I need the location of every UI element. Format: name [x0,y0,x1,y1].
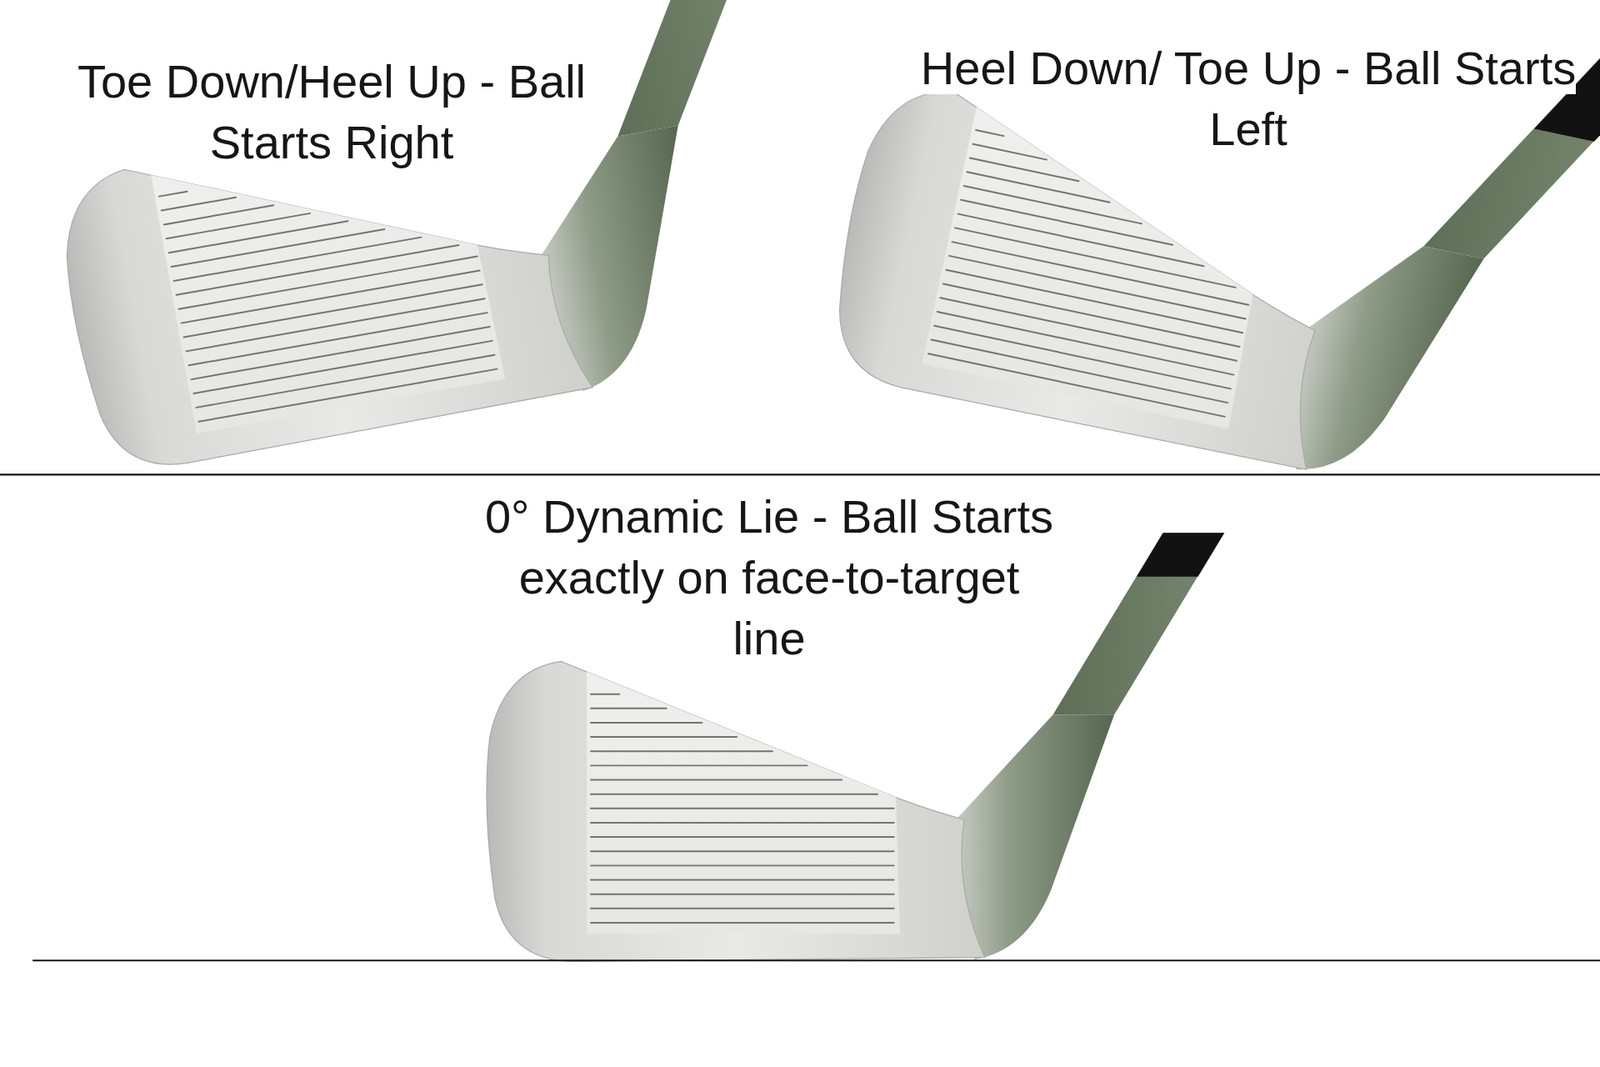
caption-label: Toe Down/Heel Up - Ball Starts Right [48,50,615,173]
caption-label: Heel Down/ Toe Up - Ball Starts Left [910,37,1586,160]
label-text: 0° Dynamic Lie - Ball Starts exactly on … [485,490,1054,665]
ground-line [0,473,1600,475]
label-text: Heel Down/ Toe Up - Ball Starts Left [920,41,1576,155]
label-text: Toe Down/Heel Up - Ball Starts Right [77,55,586,169]
ground-line [32,959,1600,961]
caption-label: 0° Dynamic Lie - Ball Starts exactly on … [480,485,1058,669]
